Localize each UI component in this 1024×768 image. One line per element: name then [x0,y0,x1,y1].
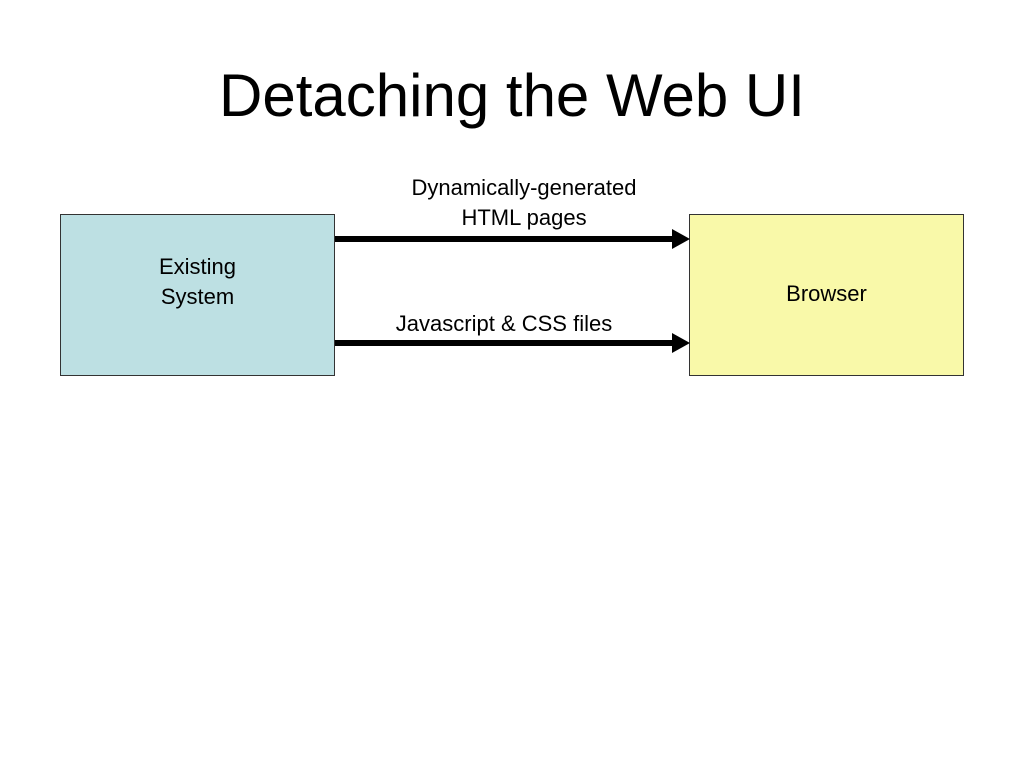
edge-js-css-label: Javascript & CSS files [395,311,613,336]
edge-js-css-arrowhead [672,333,690,353]
browser-label: Browser [786,281,867,306]
browser-node: Browser [689,214,964,376]
existing-system-label: Existing System [158,254,237,309]
existing-system-node: Existing System [60,214,335,376]
page-title: Detaching the Web UI [219,62,805,129]
edge-html-pages-label: Dynamically-generated HTML pages [411,175,637,230]
